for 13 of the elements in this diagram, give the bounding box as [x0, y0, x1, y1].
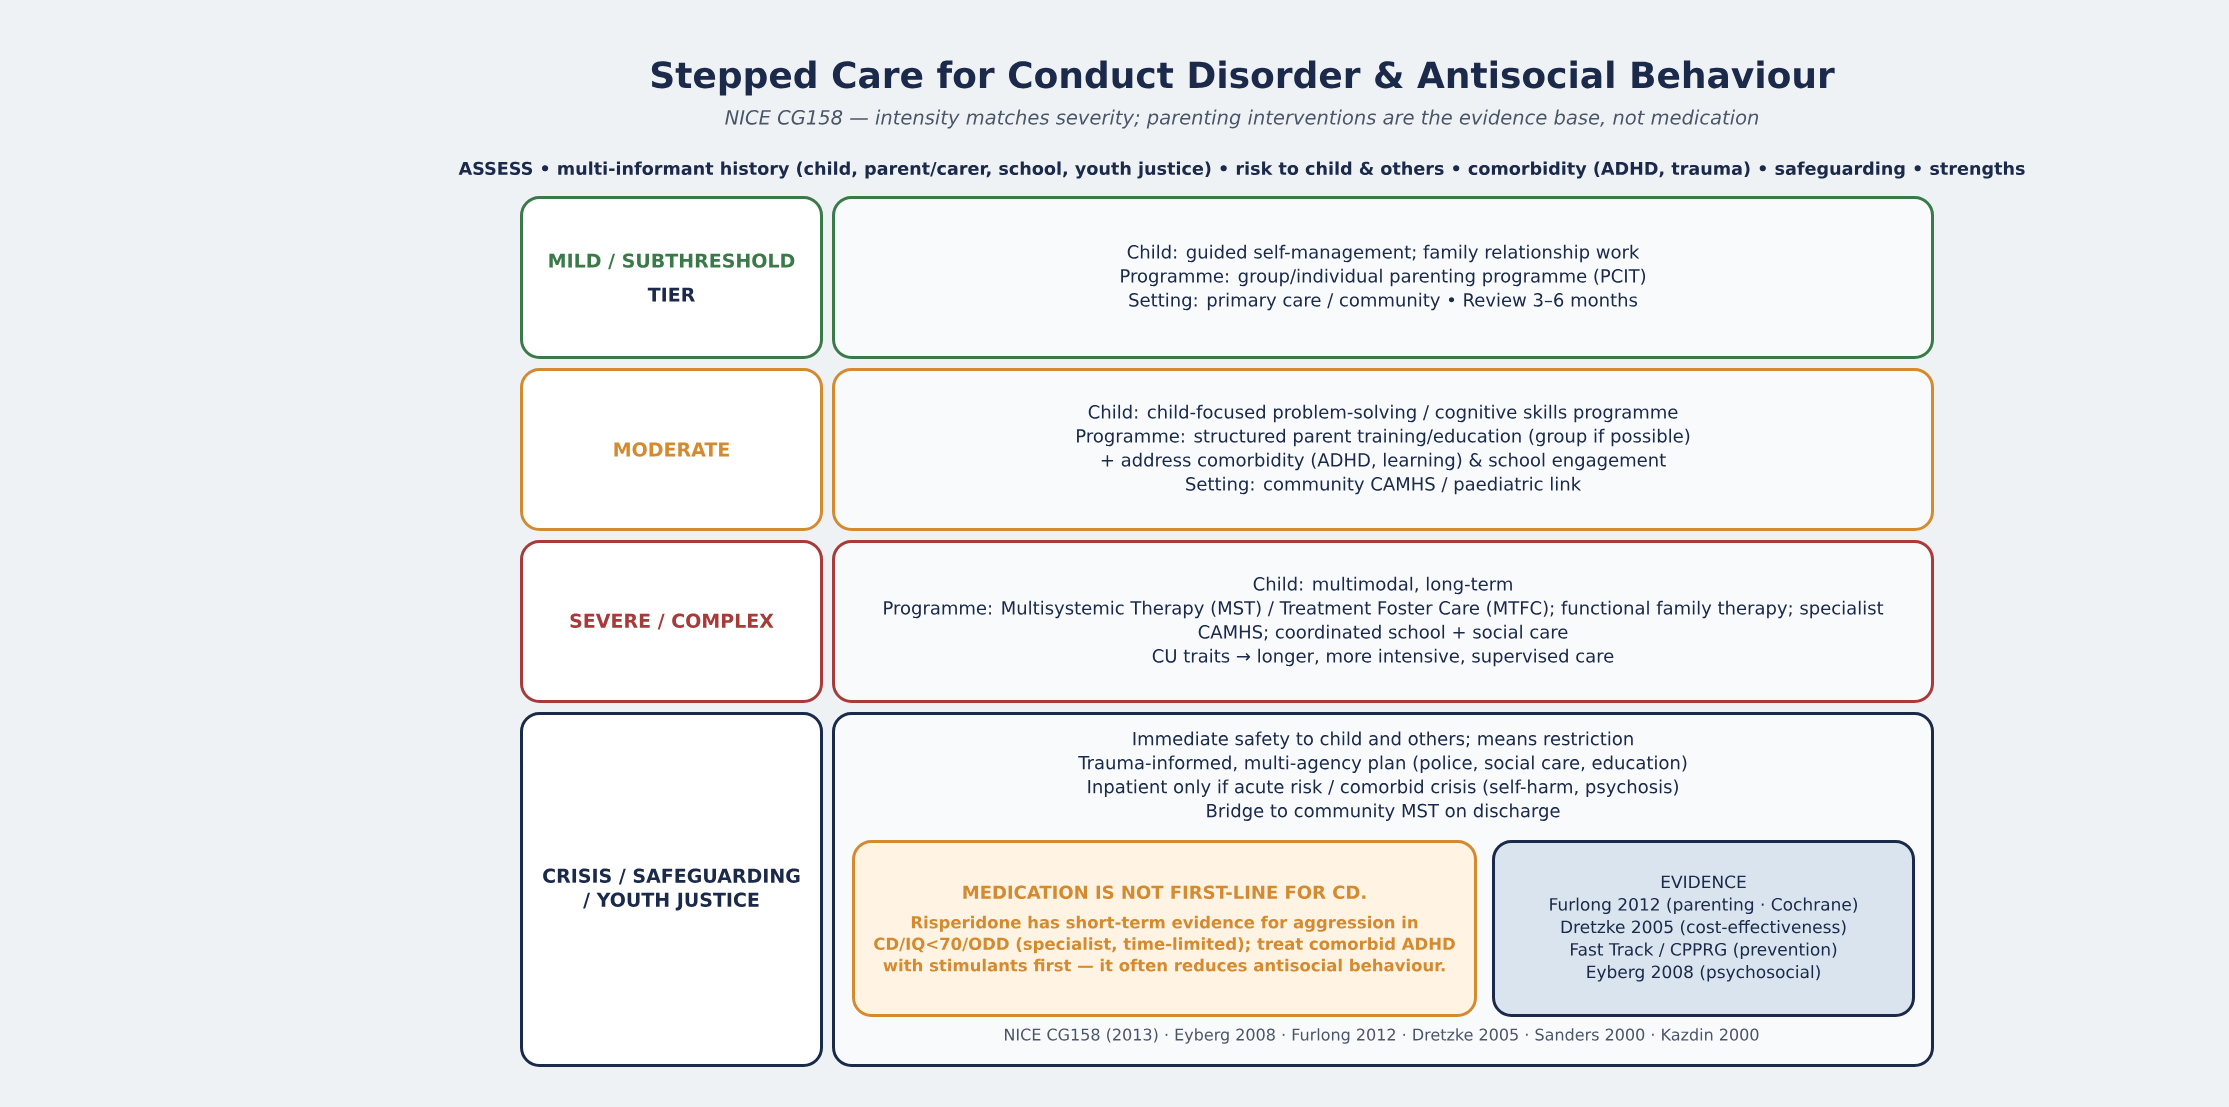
tier-box: SEVERE / COMPLEX	[520, 540, 823, 703]
description-panel: Child: multimodal, long-term Programme: Multisystemic Therapy (MST) / Treatment Foster Care (MTFC); functional family therapy; specialist CAMHS; coordinated school + social care CU traits → longer, more intensive, supervised care	[832, 540, 1934, 703]
warning-box: MEDICATION IS NOT FIRST-LINE FOR CD. Risperidone has short-term evidence for aggression in CD/IQ<70/ODD (specialist, time-limited); treat comorbid ADHD with stimulants first — it often reduces antisocial behaviour.	[852, 840, 1477, 1017]
tier-box: MODERATE	[520, 368, 823, 531]
assessment-text: ASSESS • multi-informant history (child, parent/carer, school, youth justice) • risk to child & others • comorbidity (ADHD, trauma) • safeguarding • strengths	[458, 161, 2025, 179]
evidence-box: EVIDENCE Furlong 2012 (parenting · Cochrane) Dretzke 2005 (cost-effectiveness) Fast Track / CPPRG (prevention) Eyberg 2008 (psychosocial)	[1492, 840, 1915, 1017]
title: Stepped Care for Conduct Disorder & Antisocial Behaviour	[651, 60, 1835, 96]
description-panel: Child: child-focused problem-solving / cognitive skills programme Programme: structured parent training/education (group if possible) + address comorbidity (ADHD, learning) & school engagement Setting: community CAMHS / paediatric link	[832, 368, 1934, 531]
tier-box: CRISIS / SAFEGUARDING / YOUTH JUSTICE	[520, 712, 823, 1067]
reference-footnote: NICE CG158 (2013) · Eyberg 2008 · Furlong 2012 · Dretzke 2005 · Sanders 2000 · Kazdin 2000	[1005, 1028, 1759, 1044]
tier-box: MILD / SUBTHRESHOLD TIER	[520, 196, 823, 359]
description-panel: Child: guided self-management; family relationship work Programme: group/individual parenting programme (PCIT) Setting: primary care / community • Review 3–6 months	[832, 196, 1934, 359]
subtitle: NICE CG158 — intensity matches severity; parenting interventions are the evidence base, not medication	[725, 109, 1759, 129]
